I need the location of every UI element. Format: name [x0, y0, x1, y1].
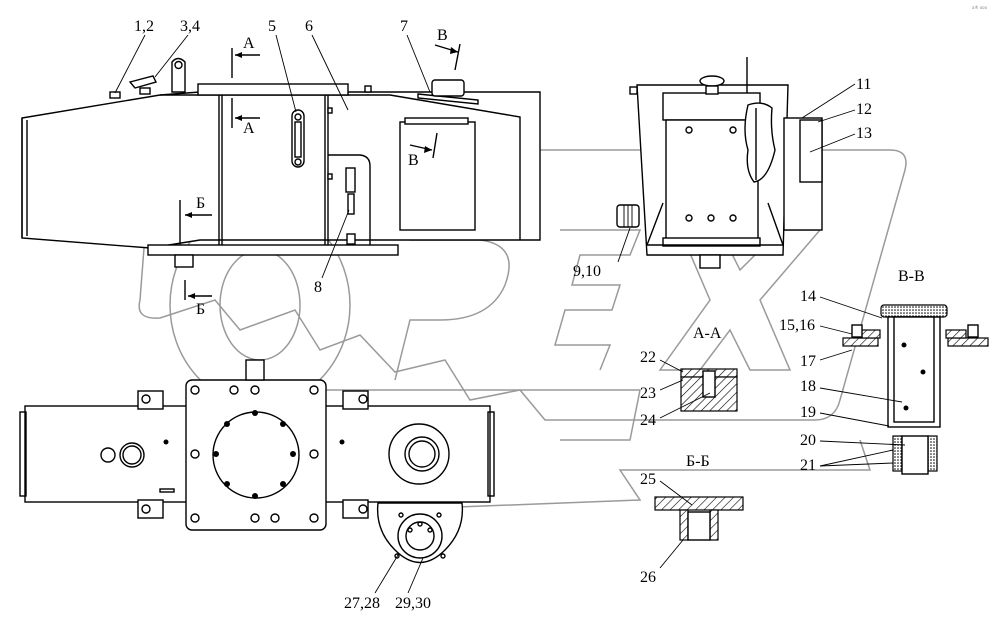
callout-11: 11 [856, 76, 871, 93]
section-marker-v-top: В [437, 27, 448, 44]
callout-14: 14 [800, 288, 816, 305]
section-marker-b-bottom: Б [196, 301, 205, 318]
section-marker-a-top: А [243, 35, 255, 52]
callout-17: 17 [800, 353, 816, 370]
callout-29-30: 29,30 [395, 595, 431, 612]
section-bb-callouts: 25 26 [640, 471, 693, 586]
callout-18: 18 [800, 378, 816, 395]
callout-7: 7 [400, 18, 408, 35]
section-title-bb: Б-Б [686, 453, 710, 470]
callout-8: 8 [314, 279, 322, 296]
section-marker-a-bottom: А [243, 120, 255, 137]
callout-23: 23 [640, 385, 656, 402]
callout-12: 12 [856, 101, 872, 118]
section-markers-side: А А Б Б В В [179, 27, 461, 318]
callout-1-2: 1,2 [134, 18, 154, 35]
callout-9-10: 9,10 [573, 263, 601, 280]
callout-24: 24 [640, 412, 656, 429]
callout-3-4: 3,4 [180, 18, 200, 35]
top-view-callouts: 27,28 29,30 [344, 554, 431, 612]
callout-27-28: 27,28 [344, 595, 380, 612]
callout-6: 6 [305, 18, 313, 35]
end-view [616, 57, 823, 269]
section-vv: В-В [842, 268, 989, 475]
section-title-vv: В-В [898, 268, 925, 285]
section-aa: А-А [680, 325, 738, 412]
section-aa-callouts: 22 23 24 [640, 349, 711, 429]
section-vv-callouts: 14 15,16 17 18 19 20 21 [779, 288, 906, 474]
callout-13: 13 [856, 125, 872, 142]
callout-22: 22 [640, 349, 656, 366]
corner-mark: a® ooo [972, 5, 988, 10]
callout-21: 21 [800, 457, 816, 474]
callout-15-16: 15,16 [779, 317, 815, 334]
callout-5: 5 [268, 18, 276, 35]
callout-19: 19 [800, 404, 816, 421]
section-marker-v-bottom: В [408, 152, 419, 169]
section-bb: Б-Б [654, 453, 744, 541]
top-view [19, 359, 495, 564]
side-view-callouts: 1,2 3,4 5 6 7 8 [114, 18, 431, 296]
callout-20: 20 [800, 432, 816, 449]
section-marker-b-top: Б [196, 195, 205, 212]
end-view-callouts: 9,10 11 12 13 [573, 76, 872, 280]
callout-25: 25 [640, 471, 656, 488]
side-view [21, 57, 541, 268]
callout-26: 26 [640, 569, 656, 586]
section-title-aa: А-А [693, 325, 722, 342]
